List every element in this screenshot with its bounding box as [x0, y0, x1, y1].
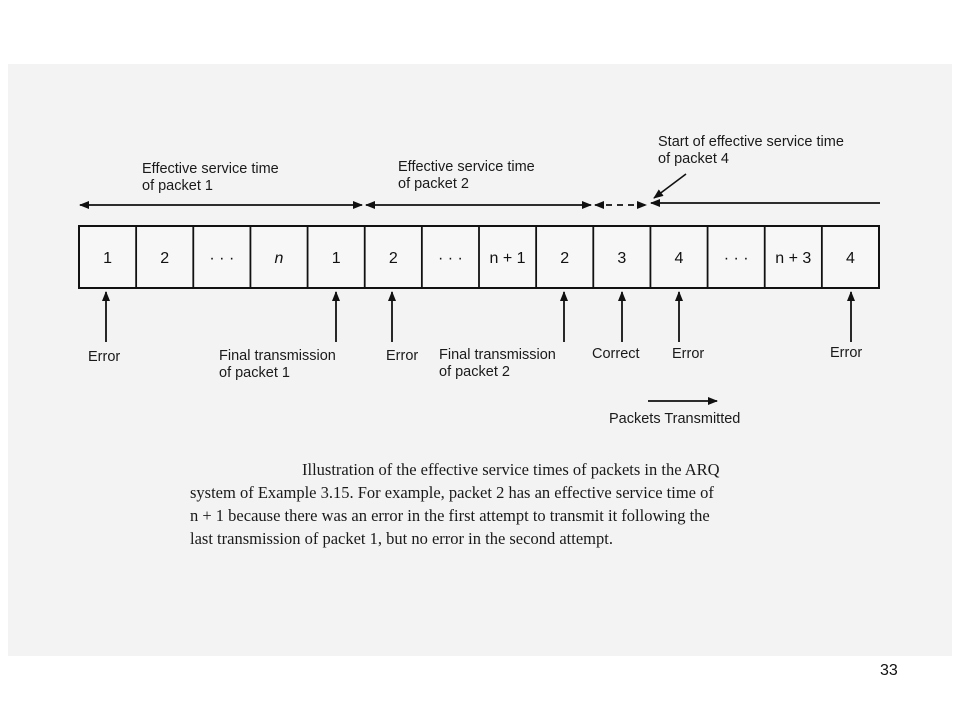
- packet-dividers: [135, 226, 823, 288]
- scanned-figure-background: [8, 64, 952, 656]
- direction-label: Packets Transmitted: [609, 411, 741, 427]
- caption-line-1: Illustration of the effective service ti…: [302, 460, 720, 479]
- packet-box-label: · · ·: [209, 250, 234, 267]
- packet-box-label: 2: [160, 250, 169, 267]
- packet-box-label: · · ·: [438, 250, 463, 267]
- packet-box-label: · · ·: [724, 250, 749, 267]
- packet-box-label: 1: [332, 250, 341, 267]
- event-label-error-4: Error: [830, 345, 863, 361]
- packet-box-label: 4: [846, 250, 855, 267]
- interval-label-packet2: Effective service time of packet 2: [398, 159, 535, 192]
- event-label-error-3: Error: [672, 346, 705, 362]
- packet-box-label: 4: [675, 250, 684, 267]
- caption-line-4: last transmission of packet 1, but no er…: [190, 529, 613, 548]
- packet-labels: 1 2 · · · n 1 2 · · · n + 1 2 3 4 · · · n + 3 4: [103, 250, 855, 267]
- packet-box-label: n + 1: [490, 250, 526, 267]
- page-number: 33: [880, 662, 898, 679]
- figure-caption: Illustration of the effective service ti…: [190, 458, 830, 550]
- start-packet4-pointer: [653, 173, 687, 199]
- packet-box-label: n: [275, 250, 284, 267]
- event-label-final-packet2: Final transmission of packet 2: [439, 347, 556, 380]
- packet-box-label: n + 3: [775, 250, 811, 267]
- event-label-correct: Correct: [592, 346, 640, 362]
- packet-box-label: 1: [103, 250, 112, 267]
- packet-box-label: 2: [389, 250, 398, 267]
- event-label-error-2: Error: [386, 348, 419, 364]
- interval-label-packet1: Effective service time of packet 1: [142, 161, 279, 194]
- packet-box-label: 3: [617, 250, 626, 267]
- caption-line-3: n + 1 because there was an error in the …: [190, 506, 710, 525]
- packet-box-label: 2: [560, 250, 569, 267]
- interval-label-packet4: Start of effective service time of packe…: [658, 134, 844, 167]
- caption-line-2: system of Example 3.15. For example, pac…: [190, 483, 714, 502]
- event-label-error-1: Error: [88, 349, 121, 365]
- event-label-final-packet1: Final transmission of packet 1: [219, 348, 336, 381]
